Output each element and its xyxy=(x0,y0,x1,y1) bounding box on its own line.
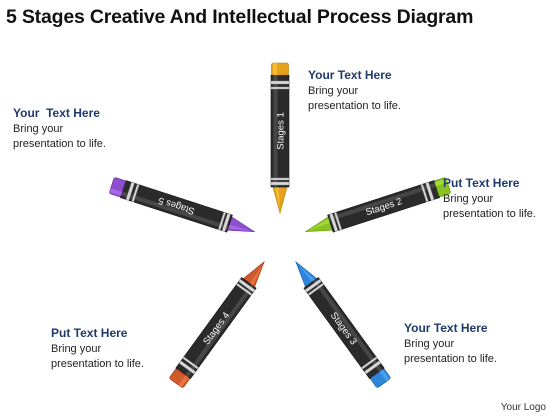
stage-5-band xyxy=(131,183,140,203)
stage-3-body-line: Bring your xyxy=(404,338,455,350)
stage-2-band xyxy=(420,183,429,203)
stage-1-band xyxy=(270,80,290,85)
stage-1-band xyxy=(270,177,290,181)
stage-1-band xyxy=(270,181,290,186)
stage-4-band xyxy=(238,278,256,293)
page-title: 5 Stages Creative And Intellectual Proce… xyxy=(6,6,474,28)
stage-5-text: Your Text Here Bring your presentation t… xyxy=(13,106,106,152)
footer-logo: Your Logo xyxy=(500,402,546,413)
stage-2-body-sheen xyxy=(328,182,437,222)
stage-1-cap-highlight xyxy=(273,63,277,75)
stage-4-band xyxy=(235,282,253,296)
stage-1-heading: Your Text Here xyxy=(308,68,392,82)
stage-2-tip-highlight xyxy=(308,218,331,231)
stage-5-body-sheen xyxy=(121,191,229,230)
stage-2-band xyxy=(334,212,342,231)
stage-4-band xyxy=(182,356,199,370)
stage-3-tip-highlight xyxy=(298,263,316,283)
stage-4-body-line: Bring your xyxy=(51,343,102,355)
stage-1-body-line: Bring your xyxy=(308,85,359,97)
stage-1-tip xyxy=(272,186,288,215)
stage-5-tip-highlight xyxy=(228,224,252,232)
stage-5-band xyxy=(125,182,135,201)
stage-1-body-line: presentation to life. xyxy=(308,100,401,112)
stage-1-label: Stages 1 xyxy=(275,112,286,150)
stage-4-cap-highlight xyxy=(178,375,189,388)
stage-3-text: Your Text Here Bring your presentation t… xyxy=(404,321,497,367)
stage-1-band xyxy=(270,86,290,90)
stage-3-body-line: presentation to life. xyxy=(404,353,497,365)
stage-2-crayon: Stages 2 xyxy=(304,177,451,233)
stage-1-tip-highlight xyxy=(275,187,280,210)
stage-3-band xyxy=(307,282,325,296)
stage-3-body-sheen xyxy=(313,279,383,373)
stage-2-band xyxy=(425,182,435,201)
stage-4-body-sheen xyxy=(185,284,255,378)
stage-3-crayon: Stages 3 xyxy=(295,260,391,388)
stage-2-cap-highlight xyxy=(434,178,448,187)
stage-5-crayon: Stages 5 xyxy=(109,177,256,233)
stage-4-text: Put Text Here Bring your presentation to… xyxy=(51,326,144,372)
stage-2-body-line: Bring your xyxy=(443,193,494,205)
stage-3-heading: Your Text Here xyxy=(404,321,488,335)
stage-2-body-line: presentation to life. xyxy=(443,208,536,220)
stage-4-body-line: presentation to life. xyxy=(51,358,144,370)
stage-3-cap-highlight xyxy=(379,369,390,382)
stage-5-body-line: Bring your xyxy=(13,123,64,135)
stage-2-heading: Put Text Here xyxy=(443,176,520,190)
stage-3-band xyxy=(364,360,382,375)
stage-1-body-sheen xyxy=(273,75,278,187)
stage-5-cap-highlight xyxy=(109,188,123,196)
stage-3-band xyxy=(304,278,322,293)
stage-4-tip-highlight xyxy=(249,264,263,286)
stage-5-body-line: presentation to life. xyxy=(13,138,106,150)
stage-4-band xyxy=(178,360,196,375)
stage-5-band xyxy=(218,212,226,231)
stage-3-band xyxy=(361,356,378,370)
stage-5-heading: Your Text Here xyxy=(13,106,100,120)
stage-1-crayon: Stages 1 xyxy=(270,62,290,215)
stage-4-crayon: Stages 4 xyxy=(169,260,265,388)
stage-5-band xyxy=(221,213,231,232)
stage-4-heading: Put Text Here xyxy=(51,326,128,340)
stage-2-text: Put Text Here Bring your presentation to… xyxy=(443,176,536,222)
stage-2-band xyxy=(329,213,339,232)
stage-1-text: Your Text Here Bring your presentation t… xyxy=(308,68,401,114)
